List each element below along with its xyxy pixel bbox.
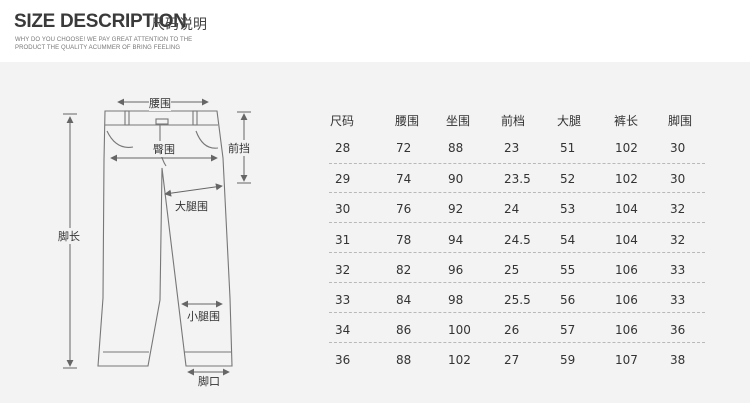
table-cell: 28 xyxy=(335,141,351,155)
table-cell: 23.5 xyxy=(504,172,531,186)
pants-drawing xyxy=(63,98,251,376)
table-cell: 102 xyxy=(615,172,638,186)
table-cell: 33 xyxy=(670,263,686,277)
table-cell: 82 xyxy=(396,263,412,277)
table-cell: 100 xyxy=(448,323,471,337)
table-cell: 106 xyxy=(615,323,638,337)
table-cell: 26 xyxy=(504,323,520,337)
table-cell: 54 xyxy=(560,233,576,247)
section-title: SIZE DESCRIPTION xyxy=(14,11,187,32)
table-cell: 24.5 xyxy=(504,233,531,247)
table-cell: 106 xyxy=(615,263,638,277)
table-cell: 36 xyxy=(335,353,351,367)
table-cell: 27 xyxy=(504,353,520,367)
table-cell: 30 xyxy=(335,202,351,216)
label-front-rise: 前挡 xyxy=(228,140,250,156)
table-cell: 94 xyxy=(448,233,464,247)
column-header: 前档 xyxy=(501,114,526,128)
table-cell: 30 xyxy=(670,172,686,186)
table-cell: 34 xyxy=(335,323,351,337)
label-calf: 小腿围 xyxy=(187,308,220,324)
table-cell: 106 xyxy=(615,293,638,307)
table-cell: 32 xyxy=(670,233,686,247)
table-cell: 102 xyxy=(448,353,471,367)
table-cell: 33 xyxy=(670,293,686,307)
table-cell: 92 xyxy=(448,202,464,216)
table-cell: 55 xyxy=(560,263,576,277)
table-cell: 78 xyxy=(396,233,412,247)
table-cell: 76 xyxy=(396,202,412,216)
table-cell: 29 xyxy=(335,172,351,186)
table-cell: 84 xyxy=(396,293,412,307)
table-cell: 53 xyxy=(560,202,576,216)
table-cell: 32 xyxy=(670,202,686,216)
table-cell: 36 xyxy=(670,323,686,337)
table-cell: 90 xyxy=(448,172,464,186)
table-cell: 96 xyxy=(448,263,464,277)
row-divider xyxy=(329,222,705,223)
column-header: 裤长 xyxy=(614,114,639,128)
table-cell: 25 xyxy=(504,263,520,277)
column-header: 腰围 xyxy=(395,114,420,128)
table-cell: 24 xyxy=(504,202,520,216)
table-cell: 23 xyxy=(504,141,520,155)
label-waist: 腰围 xyxy=(149,95,171,111)
row-divider xyxy=(329,192,705,193)
table-cell: 72 xyxy=(396,141,412,155)
tagline-line-2: PRODUCT THE QUALITY ACUMMER OF BRING FEE… xyxy=(15,45,181,51)
table-cell: 33 xyxy=(335,293,351,307)
table-cell: 104 xyxy=(615,233,638,247)
column-header: 脚围 xyxy=(668,114,693,128)
row-divider xyxy=(329,342,705,343)
table-cell: 38 xyxy=(670,353,686,367)
row-divider xyxy=(329,252,705,253)
table-cell: 59 xyxy=(560,353,576,367)
table-cell: 52 xyxy=(560,172,576,186)
row-divider xyxy=(329,163,705,164)
pants-measurement-diagram: 腰围 臀围 前挡 大腿围 脚长 小腿围 脚口 xyxy=(0,62,320,403)
column-header: 坐围 xyxy=(446,114,471,128)
table-cell: 104 xyxy=(615,202,638,216)
row-divider xyxy=(329,282,705,283)
table-cell: 51 xyxy=(560,141,576,155)
table-cell: 30 xyxy=(670,141,686,155)
column-header: 大腿 xyxy=(557,114,582,128)
table-cell: 74 xyxy=(396,172,412,186)
table-cell: 86 xyxy=(396,323,412,337)
pants-outline xyxy=(97,110,233,367)
label-leg-opening: 脚口 xyxy=(198,373,220,389)
table-cell: 31 xyxy=(335,233,351,247)
section-title-chinese: 尺码说明 xyxy=(151,17,207,33)
table-cell: 57 xyxy=(560,323,576,337)
table-cell: 88 xyxy=(448,141,464,155)
label-hip: 臀围 xyxy=(153,141,175,157)
label-thigh: 大腿围 xyxy=(175,200,208,213)
table-cell: 32 xyxy=(335,263,351,277)
table-cell: 98 xyxy=(448,293,464,307)
table-cell: 25.5 xyxy=(504,293,531,307)
table-cell: 56 xyxy=(560,293,576,307)
column-header: 尺码 xyxy=(330,114,355,128)
tagline-line-1: WHY DO YOU CHOOSE! WE PAY GREAT ATTENTIO… xyxy=(15,37,193,43)
row-divider xyxy=(329,312,705,313)
header-banner: SIZE DESCRIPTION 尺码说明 WHY DO YOU CHOOSE!… xyxy=(0,0,750,62)
table-cell: 107 xyxy=(615,353,638,367)
table-cell: 88 xyxy=(396,353,412,367)
tagline: WHY DO YOU CHOOSE! WE PAY GREAT ATTENTIO… xyxy=(15,36,192,52)
label-length: 脚长 xyxy=(58,228,80,244)
table-cell: 102 xyxy=(615,141,638,155)
